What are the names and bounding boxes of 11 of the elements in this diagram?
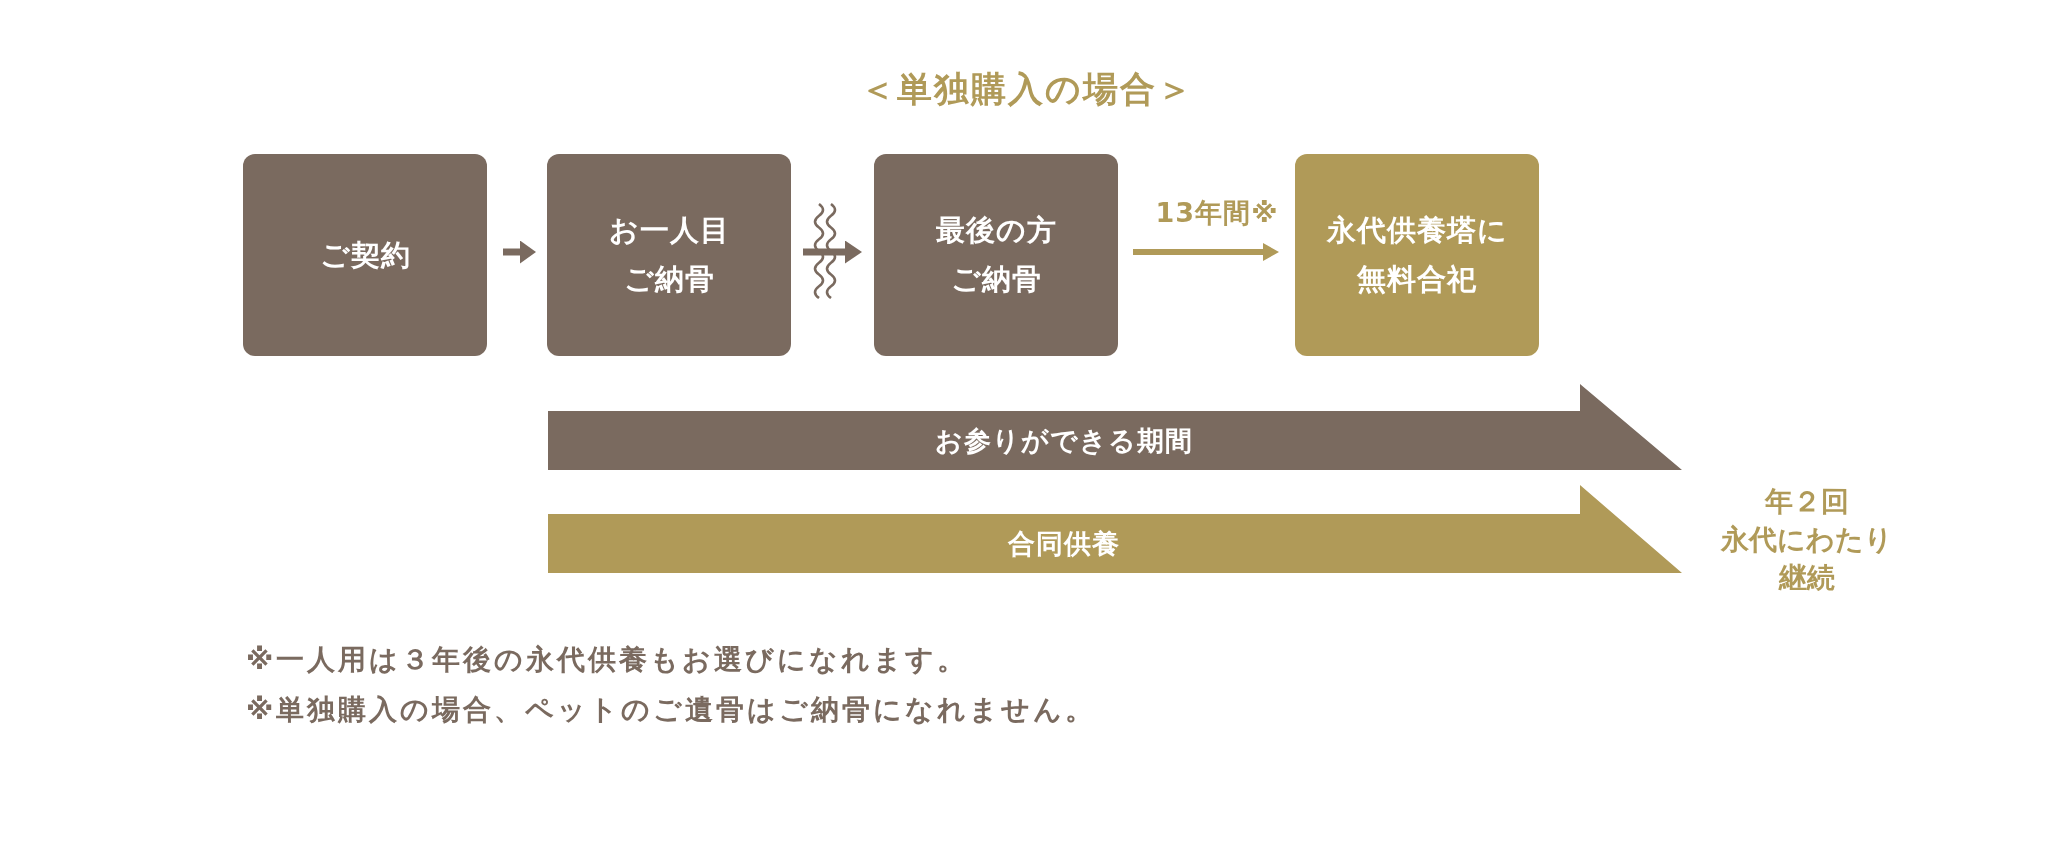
arrow-band: お参りができる期間 bbox=[548, 384, 1682, 470]
footnote: ※一人用は３年後の永代供養もお選びになれます。 bbox=[246, 642, 969, 678]
process-box: 最後の方ご納骨 bbox=[874, 154, 1118, 356]
footnote: ※単独購入の場合、ペットのご遺骨はご納骨になれません。 bbox=[246, 692, 1097, 728]
arrow-band: 合同供養 bbox=[548, 485, 1682, 573]
process-box: ご契約 bbox=[243, 154, 487, 356]
title: ＜単独購入の場合＞ bbox=[859, 68, 1195, 111]
side-note: 年２回永代にわたり継続 bbox=[1719, 484, 1894, 596]
process-box: 永代供養塔に無料合祀 bbox=[1295, 154, 1539, 356]
process-box: お一人目ご納骨 bbox=[547, 154, 791, 356]
arrow bbox=[1133, 243, 1279, 261]
